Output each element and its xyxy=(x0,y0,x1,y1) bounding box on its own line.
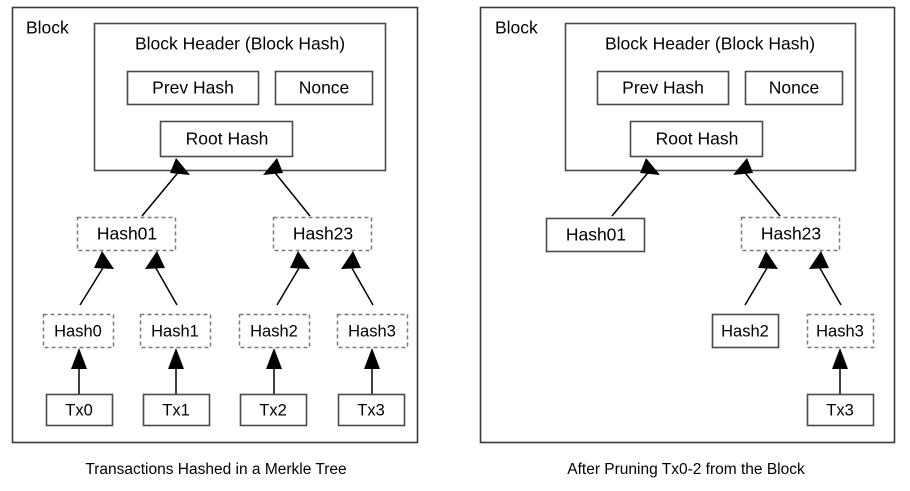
caption-left: Transactions Hashed in a Merkle Tree xyxy=(85,461,346,478)
block-label-left: Block xyxy=(26,18,69,38)
hash23-box-left[interactable] xyxy=(272,216,373,252)
root-hash-label-left: Root Hash xyxy=(186,129,269,149)
hash3-label-right: Hash3 xyxy=(816,322,864,340)
hash01-label-right: Hash01 xyxy=(566,225,626,245)
block-label-right: Block xyxy=(495,18,538,38)
hash3-box-left[interactable] xyxy=(336,313,409,349)
hash2-box-right[interactable] xyxy=(711,313,780,349)
hash3-label-left: Hash3 xyxy=(348,322,396,340)
nonce-box-right[interactable] xyxy=(744,70,844,106)
arrow-tx3-to-hash3-left xyxy=(364,348,380,394)
tx3-box-left[interactable] xyxy=(337,393,406,427)
hash2-label-left: Hash2 xyxy=(250,322,298,340)
block-header-title-right: Block Header (Block Hash) xyxy=(605,34,815,54)
root-hash-box-right[interactable] xyxy=(629,120,764,158)
tx0-box-left[interactable] xyxy=(45,393,114,427)
hash0-label-left: Hash0 xyxy=(54,322,102,340)
arrow-hash3-to-hash23-right xyxy=(809,251,842,306)
panel-left: Block Block Header (Block Hash) Prev Has… xyxy=(11,6,419,478)
arrow-tx0-to-hash0-left xyxy=(71,348,87,394)
tx3-box-right[interactable] xyxy=(806,393,875,427)
tx1-box-left[interactable] xyxy=(142,393,211,427)
hash23-label-left: Hash23 xyxy=(293,224,353,244)
hash2-label-right: Hash2 xyxy=(721,322,769,340)
arrow-hash2-to-hash23-left xyxy=(276,251,310,306)
hash1-box-left[interactable] xyxy=(139,313,212,349)
arrow-hash23-to-root-right xyxy=(733,158,781,217)
nonce-label-right: Nonce xyxy=(769,78,820,98)
hash3-box-right[interactable] xyxy=(806,313,875,349)
arrow-hash01-to-root-left xyxy=(141,158,190,217)
nonce-box-left[interactable] xyxy=(274,70,374,106)
tx1-label-left: Tx1 xyxy=(162,401,190,419)
root-hash-box-left[interactable] xyxy=(159,120,294,158)
arrow-hash1-to-hash01-left xyxy=(145,251,178,306)
prev-hash-label-right: Prev Hash xyxy=(622,78,704,98)
arrow-hash0-to-hash01-left xyxy=(79,251,114,306)
prev-hash-label-left: Prev Hash xyxy=(152,78,234,98)
tx3-label-right: Tx3 xyxy=(826,401,854,419)
root-hash-label-right: Root Hash xyxy=(656,129,739,149)
panel-right: Block Block Header (Block Hash) Prev Has… xyxy=(479,6,896,478)
hash2-box-left[interactable] xyxy=(238,313,311,349)
prev-hash-box-left[interactable] xyxy=(126,70,260,106)
hash1-label-left: Hash1 xyxy=(151,322,199,340)
arrow-hash3-to-hash23-left xyxy=(341,251,374,306)
hash23-label-right: Hash23 xyxy=(761,224,821,244)
tx2-box-left[interactable] xyxy=(239,393,308,427)
block-outline-right xyxy=(479,6,896,444)
hash0-box-left[interactable] xyxy=(42,313,115,349)
arrow-hash23-to-root-left xyxy=(263,158,311,217)
tx3-label-left: Tx3 xyxy=(357,401,385,419)
arrow-hash01-to-root-right xyxy=(611,158,660,217)
arrow-tx2-to-hash2-left xyxy=(266,348,282,394)
hash01-box-right[interactable] xyxy=(545,217,646,253)
block-outline-left xyxy=(11,6,419,444)
hash01-box-left[interactable] xyxy=(76,216,177,252)
prev-hash-box-right[interactable] xyxy=(596,70,730,106)
nonce-label-left: Nonce xyxy=(299,78,350,98)
tx2-label-left: Tx2 xyxy=(259,401,287,419)
hash01-label-left: Hash01 xyxy=(97,224,157,244)
hash23-box-right[interactable] xyxy=(740,216,841,252)
arrow-tx3-to-hash3-right xyxy=(832,348,848,394)
arrow-tx1-to-hash1-left xyxy=(168,348,184,394)
arrow-hash2-to-hash23-right xyxy=(744,251,778,306)
block-header-title-left: Block Header (Block Hash) xyxy=(135,34,345,54)
tx0-label-left: Tx0 xyxy=(65,401,93,419)
caption-right: After Pruning Tx0-2 from the Block xyxy=(567,461,805,478)
